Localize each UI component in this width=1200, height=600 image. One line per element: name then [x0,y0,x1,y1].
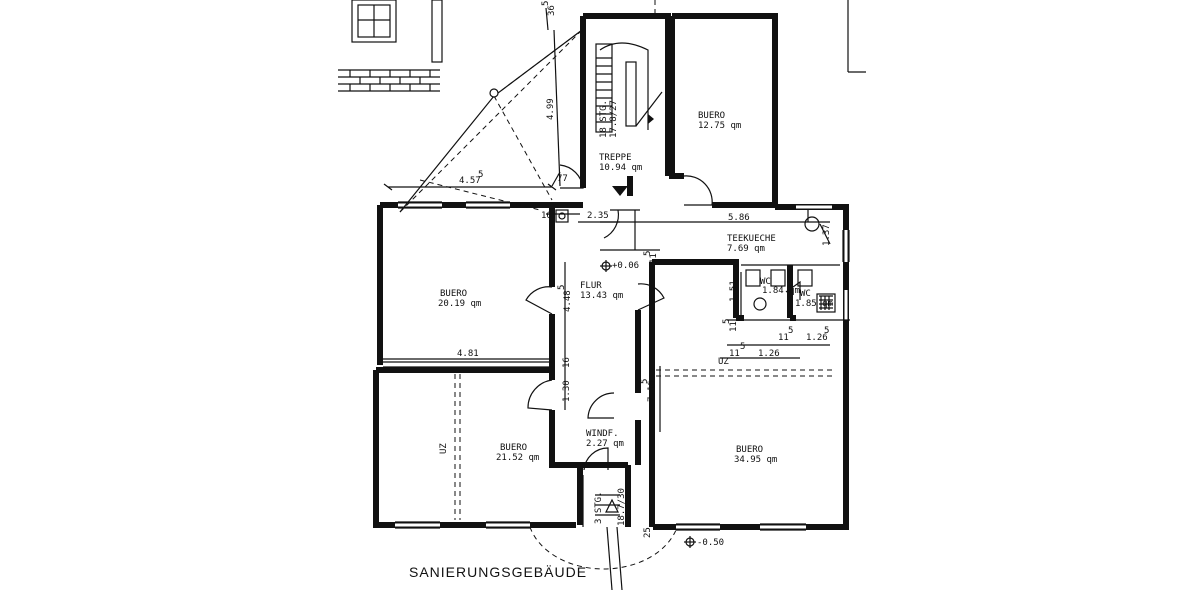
dim-126a: 1.26 [758,349,780,359]
room-label-teekueche: TEEKUECHE [727,234,776,244]
dim-115b-sup: 5 [788,326,793,336]
level-markers [600,260,696,548]
doors [525,164,713,471]
room-area-treppe: 10.94 qm [599,163,642,173]
dim-36-sup: 5 [541,1,551,6]
upper-wing-walls [580,13,778,208]
label-uz-mid: UZ [718,357,729,367]
room-label-buero-top: BUERO [698,111,725,121]
room-area-buero-bottom-left: 21.52 qm [496,453,539,463]
room-area-buero-top: 12.75 qm [698,121,741,131]
room-label-buero-bottom-left: BUERO [500,443,527,453]
level-outside: -0.50 [697,538,724,548]
dim-499: 4.99 [546,98,556,120]
room-label-buero-right: BUERO [736,445,763,455]
room-area-buero-left: 20.19 qm [438,299,481,309]
level-flur: +0.06 [612,261,639,271]
diagonal-site-lines [383,0,656,213]
outer-walls [373,202,849,530]
room-label-wc-right: WC [800,289,811,299]
dim-25: 25 [643,527,653,538]
room-area-wc-left: 1.84 qm [762,286,800,296]
dim-115c: 11 [729,349,740,359]
dim-77: 77 [557,174,568,184]
interior-walls [376,205,840,527]
dim-448: 4.48 [563,290,573,312]
neighbour-right [847,0,866,73]
dimension-lines [383,213,850,520]
room-label-windf: WINDF. [586,429,619,439]
dim-448-sup: 5 [557,285,567,290]
dim-137: 1.37 [822,224,832,246]
dim-115top: 11 [649,253,659,264]
dim-115top-sup: 5 [643,251,653,256]
wc-fixtures [745,269,836,313]
room-area-flur: 13.43 qm [580,291,623,301]
dim-130: 1.30 [562,380,572,402]
dim-716: 7.16 [647,380,657,402]
room-label-flur: FLUR [580,281,602,291]
neighbour-facade [338,0,443,92]
dim-126b: 1.26 [806,333,828,343]
entry-arrow-icon [605,498,619,513]
dim-126b-sup: 5 [824,326,829,336]
dim-36: 36 [547,5,557,16]
dim-115a: 11 [729,321,739,332]
plan-title: SANIERUNGSGEBÄUDE [409,564,587,580]
dim-457-sup: 5 [478,170,483,180]
dim-457: 4.57 [459,176,481,186]
dim-16b: 16 [562,357,572,368]
stairs-count-entry: 3 STG. [594,491,604,524]
dim-716-sup: 5 [640,379,650,384]
windows [395,201,850,531]
dim-115b: 11 [778,333,789,343]
room-area-buero-right: 34.95 qm [734,455,777,465]
dim-586: 5.86 [728,213,750,223]
room-label-treppe: TREPPE [599,153,632,163]
dim-151: 1.51 [729,280,739,302]
dim-481: 4.81 [457,349,479,359]
dim-115c-sup: 5 [740,342,745,352]
room-label-buero-left: BUERO [440,289,467,299]
room-area-teekueche: 7.69 qm [727,244,765,254]
room-area-windf: 2.27 qm [586,439,624,449]
entry-area [529,475,677,591]
stairs-ratio-entry: 18.7/30 [617,488,627,526]
stairs-count-treppe: 18 STG. [599,100,609,138]
room-area-wc-right: 1.85 qm [795,299,833,309]
label-uz-left: UZ [439,443,449,454]
staircase [555,42,663,223]
room-label-wc-left: WC [760,277,771,287]
stairs-ratio-treppe: 17.8/27 [609,100,619,138]
dim-16: 16 [541,211,552,221]
dim-235: 2.35 [587,211,609,221]
dim-115a-sup: 5 [722,319,732,324]
